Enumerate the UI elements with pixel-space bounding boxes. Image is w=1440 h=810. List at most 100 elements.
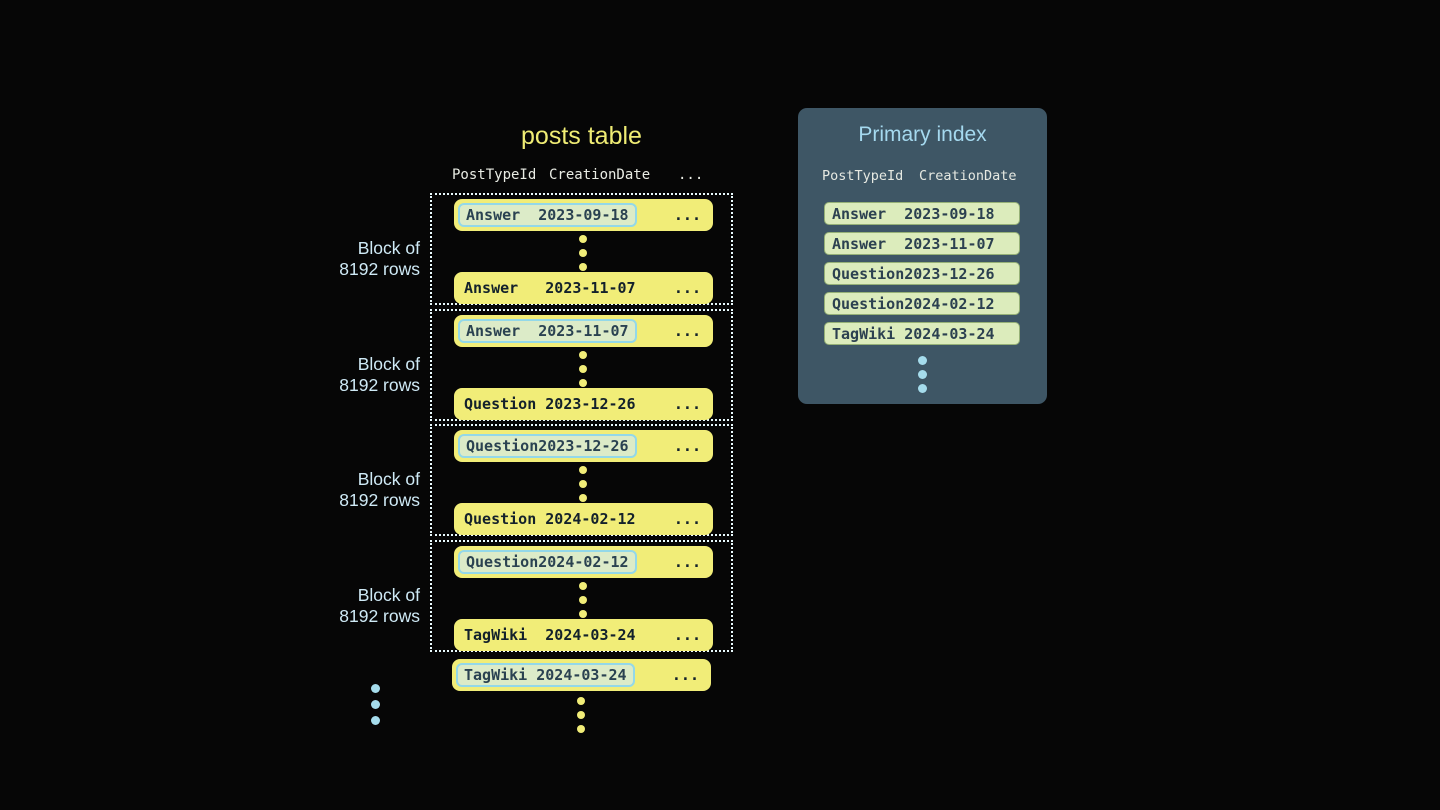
dot [579, 466, 587, 474]
row-ellipsis: ... [673, 279, 701, 297]
posttypeid-value: Answer [464, 279, 519, 297]
more-rows-dots [577, 697, 585, 733]
block-label-line1: Block of [357, 238, 420, 258]
more-blocks-dots [371, 684, 380, 725]
row-values: Question 2024-02-12 [464, 510, 636, 528]
block-label-4: Block of 8192 rows [280, 585, 420, 627]
row-block-2: Answer 2023-11-07 ... Question 2023-12-2… [430, 309, 733, 421]
block-label-2: Block of 8192 rows [280, 354, 420, 396]
dot [577, 711, 585, 719]
dot [579, 235, 587, 243]
creationdate-value: 2023-12-26 [538, 437, 629, 455]
primary-index-panel: Primary index PostTypeId CreationDate An… [798, 108, 1047, 404]
posttypeid-value: Question [832, 294, 905, 313]
posttypeid-value: Question [464, 510, 537, 528]
dot [579, 379, 587, 387]
creationdate-value: 2023-12-26 [904, 264, 995, 283]
posts-table-title: posts table [521, 122, 642, 150]
posttypeid-value: Answer [466, 206, 521, 224]
creationdate-value: 2023-11-07 [545, 279, 636, 297]
primary-index-column-creationdate: CreationDate [919, 168, 1017, 184]
posttypeid-value: TagWiki [832, 324, 896, 343]
dot [579, 582, 587, 590]
posttypeid-value: Question [466, 553, 539, 571]
row-ellipsis: ... [673, 553, 701, 571]
row-ellipsis: ... [673, 322, 701, 340]
row-ellipsis: ... [671, 666, 699, 684]
posttypeid-value: Question [832, 264, 905, 283]
posttypeid-value: TagWiki [464, 626, 528, 644]
table-row-block1-first: Answer 2023-09-18 ... [454, 199, 713, 231]
creationdate-value: 2023-09-18 [538, 206, 629, 224]
table-row-block4-last: TagWiki 2024-03-24 ... [454, 619, 713, 651]
creationdate-value: 2023-11-07 [904, 234, 995, 253]
posts-table-column-more: ... [678, 167, 704, 183]
primary-index-title: Primary index [858, 123, 987, 146]
posts-table-column-creationdate: CreationDate [549, 167, 651, 183]
dot [579, 610, 587, 618]
creationdate-value: 2023-09-18 [904, 204, 995, 223]
row-values: TagWiki 2024-03-24 [464, 626, 636, 644]
dot [579, 263, 587, 271]
more-rows-dots [579, 351, 587, 387]
creationdate-value: 2024-02-12 [904, 294, 995, 313]
table-row-block2-first: Answer 2023-11-07 ... [454, 315, 713, 347]
index-entry: Question 2023-12-26 [824, 262, 1020, 285]
table-row-next-block-first: TagWiki 2024-03-24 ... [452, 659, 711, 691]
table-row-block1-last: Answer 2023-11-07 ... [454, 272, 713, 304]
creationdate-value: 2024-03-24 [545, 626, 636, 644]
index-key-highlight: Answer 2023-09-18 [458, 203, 637, 227]
index-entry: Question 2024-02-12 [824, 292, 1020, 315]
block-label-line1: Block of [357, 585, 420, 605]
dot [579, 480, 587, 488]
creationdate-value: 2024-03-24 [536, 666, 627, 684]
index-entry: Answer 2023-11-07 [824, 232, 1020, 255]
dot [371, 684, 380, 693]
dot [577, 725, 585, 733]
more-index-entries-dots [918, 356, 927, 393]
index-key-highlight: Question 2023-12-26 [458, 434, 637, 458]
index-key-highlight: TagWiki 2024-03-24 [456, 663, 635, 687]
block-label-line1: Block of [357, 469, 420, 489]
row-block-4: Question 2024-02-12 ... TagWiki 2024-03-… [430, 540, 733, 652]
index-key-highlight: Answer 2023-11-07 [458, 319, 637, 343]
dot [579, 365, 587, 373]
table-row-block3-last: Question 2024-02-12 ... [454, 503, 713, 535]
row-ellipsis: ... [673, 206, 701, 224]
posts-table-column-posttypeid: PostTypeId [452, 167, 537, 183]
dot [371, 700, 380, 709]
posttypeid-value: Question [464, 395, 537, 413]
table-row-block4-first: Question 2024-02-12 ... [454, 546, 713, 578]
posttypeid-value: TagWiki [464, 666, 528, 684]
row-values: Answer 2023-11-07 [464, 279, 636, 297]
posttypeid-value: Question [466, 437, 539, 455]
creationdate-value: 2024-02-12 [545, 510, 636, 528]
block-label-line2: 8192 rows [339, 259, 420, 279]
dot [918, 370, 927, 379]
posttypeid-value: Answer [832, 204, 887, 223]
row-block-3: Question 2023-12-26 ... Question 2024-02… [430, 424, 733, 536]
row-ellipsis: ... [673, 437, 701, 455]
table-row-block3-first: Question 2023-12-26 ... [454, 430, 713, 462]
dot [579, 494, 587, 502]
index-entry: TagWiki 2024-03-24 [824, 322, 1020, 345]
posttypeid-value: Answer [466, 322, 521, 340]
creationdate-value: 2024-03-24 [904, 324, 995, 343]
dot [577, 697, 585, 705]
dot [371, 716, 380, 725]
block-label-line1: Block of [357, 354, 420, 374]
table-row-block2-last: Question 2023-12-26 ... [454, 388, 713, 420]
posttypeid-value: Answer [832, 234, 887, 253]
creationdate-value: 2024-02-12 [538, 553, 629, 571]
dot [918, 384, 927, 393]
block-label-1: Block of 8192 rows [280, 238, 420, 280]
more-rows-dots [579, 582, 587, 618]
dot [579, 351, 587, 359]
more-rows-dots [579, 466, 587, 502]
row-values: Question 2023-12-26 [464, 395, 636, 413]
row-ellipsis: ... [673, 510, 701, 528]
block-label-line2: 8192 rows [339, 490, 420, 510]
index-entry: Answer 2023-09-18 [824, 202, 1020, 225]
dot [579, 596, 587, 604]
